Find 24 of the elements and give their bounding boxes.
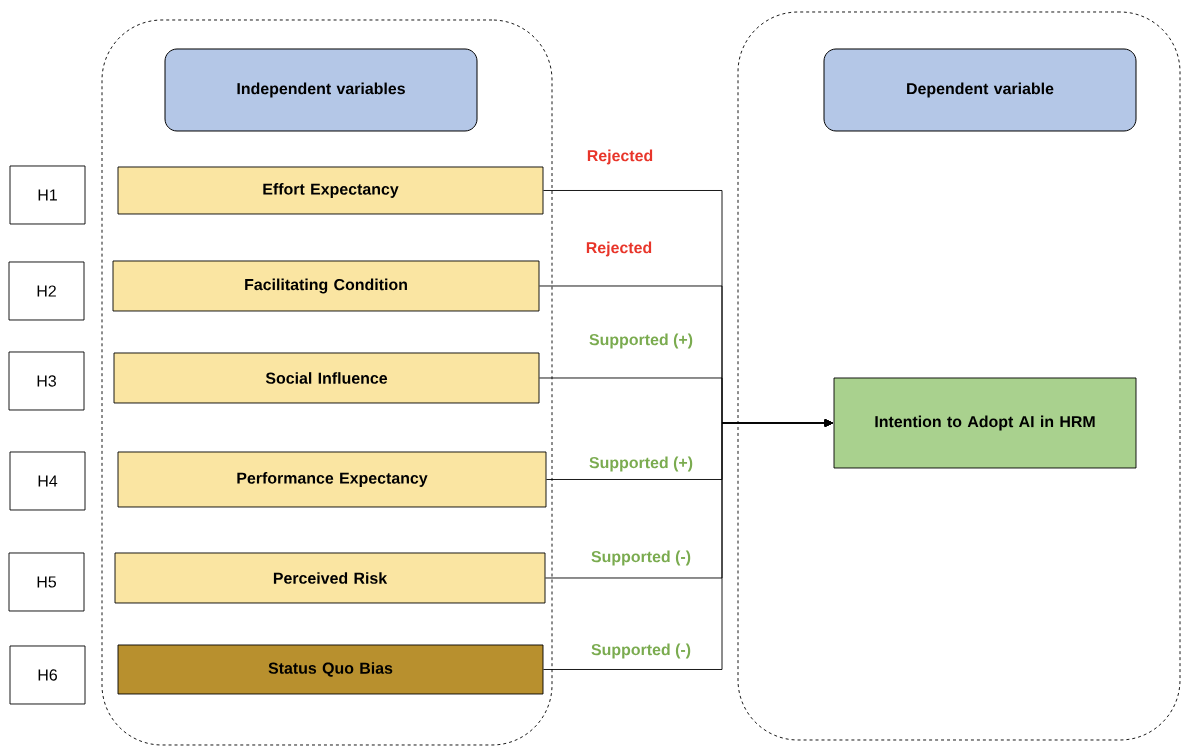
variable-box: Effort Expectancy <box>117 166 544 215</box>
edge-label: Supported (+) <box>589 456 693 472</box>
dashed-container <box>101 19 553 746</box>
connector-arrow <box>543 419 833 670</box>
variable-box: Facilitating Condition <box>112 260 540 312</box>
variable-box: Social Influence <box>113 352 540 404</box>
hypothesis-box: H5 <box>8 552 85 612</box>
variable-box: Status Quo Bias <box>117 644 544 695</box>
edge-label: Supported (-) <box>591 550 691 566</box>
header-box: Dependent variable <box>823 48 1137 132</box>
outcome-box: Intention to Adopt AI in HRM <box>833 377 1137 469</box>
hypothesis-box: H2 <box>8 261 85 321</box>
variable-box: Performance Expectancy <box>117 451 547 508</box>
hypothesis-box: H3 <box>8 351 85 411</box>
edge-label: Rejected <box>587 149 653 165</box>
dashed-container <box>737 11 1181 741</box>
hypothesis-box: H4 <box>9 451 86 511</box>
header-box: Independent variables <box>164 48 478 132</box>
edge-label: Rejected <box>586 241 652 257</box>
variable-box: Perceived Risk <box>114 552 546 604</box>
hypothesis-box: H6 <box>9 645 86 705</box>
edge-label: Supported (+) <box>589 333 693 349</box>
hypothesis-box: H1 <box>9 165 86 225</box>
edge-label: Supported (-) <box>591 643 691 659</box>
